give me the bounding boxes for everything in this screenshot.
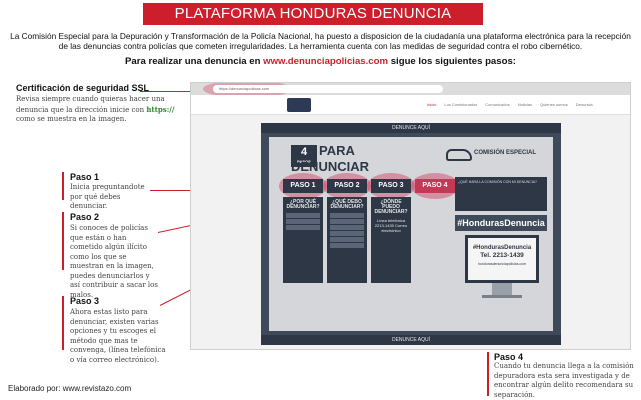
ssl-text-pre: Revisa siempre cuando quieras hacer una …	[16, 95, 165, 114]
ssl-text-post: como se muestra en la imagen.	[16, 115, 127, 123]
nav-item-noticias[interactable]: Noticias	[517, 102, 532, 107]
step2-title: Paso 2	[70, 212, 100, 222]
nav-item-denuncia[interactable]: Denuncia	[575, 102, 593, 107]
info-box: ¿QUÉ HARÁ LA COMISIÓN CON MI DENUNCIA?	[455, 177, 547, 211]
donde-text: Línea telefónica 2213-1439 Correo electr…	[374, 218, 408, 233]
hashtag-banner: #HondurasDenuncia	[455, 215, 547, 231]
que-debo-column: ¿QUÉ DEBO DENUNCIAR?	[327, 197, 367, 283]
paso-3-tab: PASO 3	[371, 179, 411, 193]
paso-1-tab: PASO 1	[283, 179, 323, 193]
que-debo-title: ¿QUÉ DEBO DENUNCIAR?	[330, 199, 364, 210]
browser-screenshot: https://denunciapolicias.com Inicio Los …	[190, 82, 631, 350]
police-car-icon	[446, 149, 472, 161]
subtitle-pre: Para realizar una denuncia en	[125, 56, 264, 67]
pasos-row: PASO 1 PASO 2 PASO 3 PASO 4	[283, 179, 455, 193]
monitor-graphic: #HondurasDenuncia Tel. 2213-1439 hondura…	[465, 235, 539, 283]
por-que-list	[286, 213, 320, 230]
credits: Elaborado por: www.revistazo.com	[8, 384, 132, 393]
denuncie-aqui-bottom-button[interactable]: DENUNCE AQUÍ	[261, 335, 561, 345]
step4-title: Paso 4	[494, 352, 524, 362]
nav-menu: Inicio Los Comisionados Comunicados Noti…	[427, 102, 593, 107]
step3-title: Paso 3	[70, 296, 100, 306]
four-number: 4	[300, 146, 308, 158]
donde-title: ¿DÓNDE PUEDO DENUNCIAR?	[374, 199, 408, 215]
step1-title: Paso 1	[70, 172, 100, 182]
monitor-phone: Tel. 2213-1439	[480, 252, 524, 259]
monitor-stand	[492, 283, 512, 297]
paso-4-tab: PASO 4	[415, 179, 455, 193]
por-que-title: ¿POR QUÉ DENUNCIAR?	[286, 199, 320, 210]
step1-bar	[62, 172, 64, 200]
monitor-email: hondurasdenunciapolicias.com	[477, 262, 527, 266]
site-link[interactable]: www.denunciapolicias.com	[263, 56, 389, 67]
nav-item-quienes-somos[interactable]: Quiénes somos	[539, 102, 568, 107]
address-bar[interactable]: https://denunciapolicias.com	[213, 85, 443, 93]
site-navbar: Inicio Los Comisionados Comunicados Noti…	[191, 95, 630, 115]
poster-para: PARA	[319, 143, 355, 158]
por-que-column: ¿POR QUÉ DENUNCIAR?	[283, 197, 323, 283]
step1-text: Inicia preguntandote por qué debes denun…	[70, 183, 145, 210]
subtitle-post: sigue los siguientes pasos:	[388, 56, 516, 67]
ssl-url: https://	[146, 104, 175, 114]
ssl-pointer-line	[140, 91, 208, 92]
page-title: PLATAFORMA HONDURAS DENUNCIA	[143, 3, 483, 25]
browser-toolbar: https://denunciapolicias.com	[191, 83, 630, 98]
site-logo[interactable]	[287, 98, 311, 112]
comision-logo: COMISIÓN ESPECIAL	[444, 147, 544, 163]
monitor-base	[482, 295, 522, 298]
intro-paragraph: La Comisión Especial para la Depuración …	[10, 31, 631, 51]
comision-label: COMISIÓN ESPECIAL	[474, 150, 537, 156]
nav-item-inicio[interactable]: Inicio	[427, 102, 437, 107]
que-debo-list	[330, 213, 364, 248]
nav-item-comunicados[interactable]: Comunicados	[485, 102, 510, 107]
ssl-title: Certificación de seguridad SSL	[16, 83, 150, 93]
step4-text: Cuando tu denuncia llega a la comisión d…	[494, 362, 634, 399]
step4-bar	[487, 352, 489, 396]
step2-bar	[62, 212, 64, 270]
monitor-hashtag: #HondurasDenuncia	[472, 245, 532, 251]
step3-text: Ahora estas listo para denunciar, existe…	[70, 308, 166, 364]
paso-2-tab: PASO 2	[327, 179, 367, 193]
four-sub: PASOS	[297, 159, 311, 164]
instructions-subtitle: Para realizar una denuncia en www.denunc…	[0, 56, 641, 67]
donde-column: ¿DÓNDE PUEDO DENUNCIAR? Línea telefónica…	[371, 197, 411, 283]
nav-item-comisionados[interactable]: Los Comisionados	[444, 102, 478, 107]
denuncie-aqui-top-button[interactable]: DENUNCE AQUÍ	[261, 123, 561, 133]
poster-denunciar: DENUNCIAR	[291, 159, 369, 174]
step3-bar	[62, 296, 64, 350]
ssl-text: Revisa siempre cuando quieras hacer una …	[16, 95, 176, 125]
step2-text: Si conoces de policías que están o han c…	[70, 224, 158, 299]
